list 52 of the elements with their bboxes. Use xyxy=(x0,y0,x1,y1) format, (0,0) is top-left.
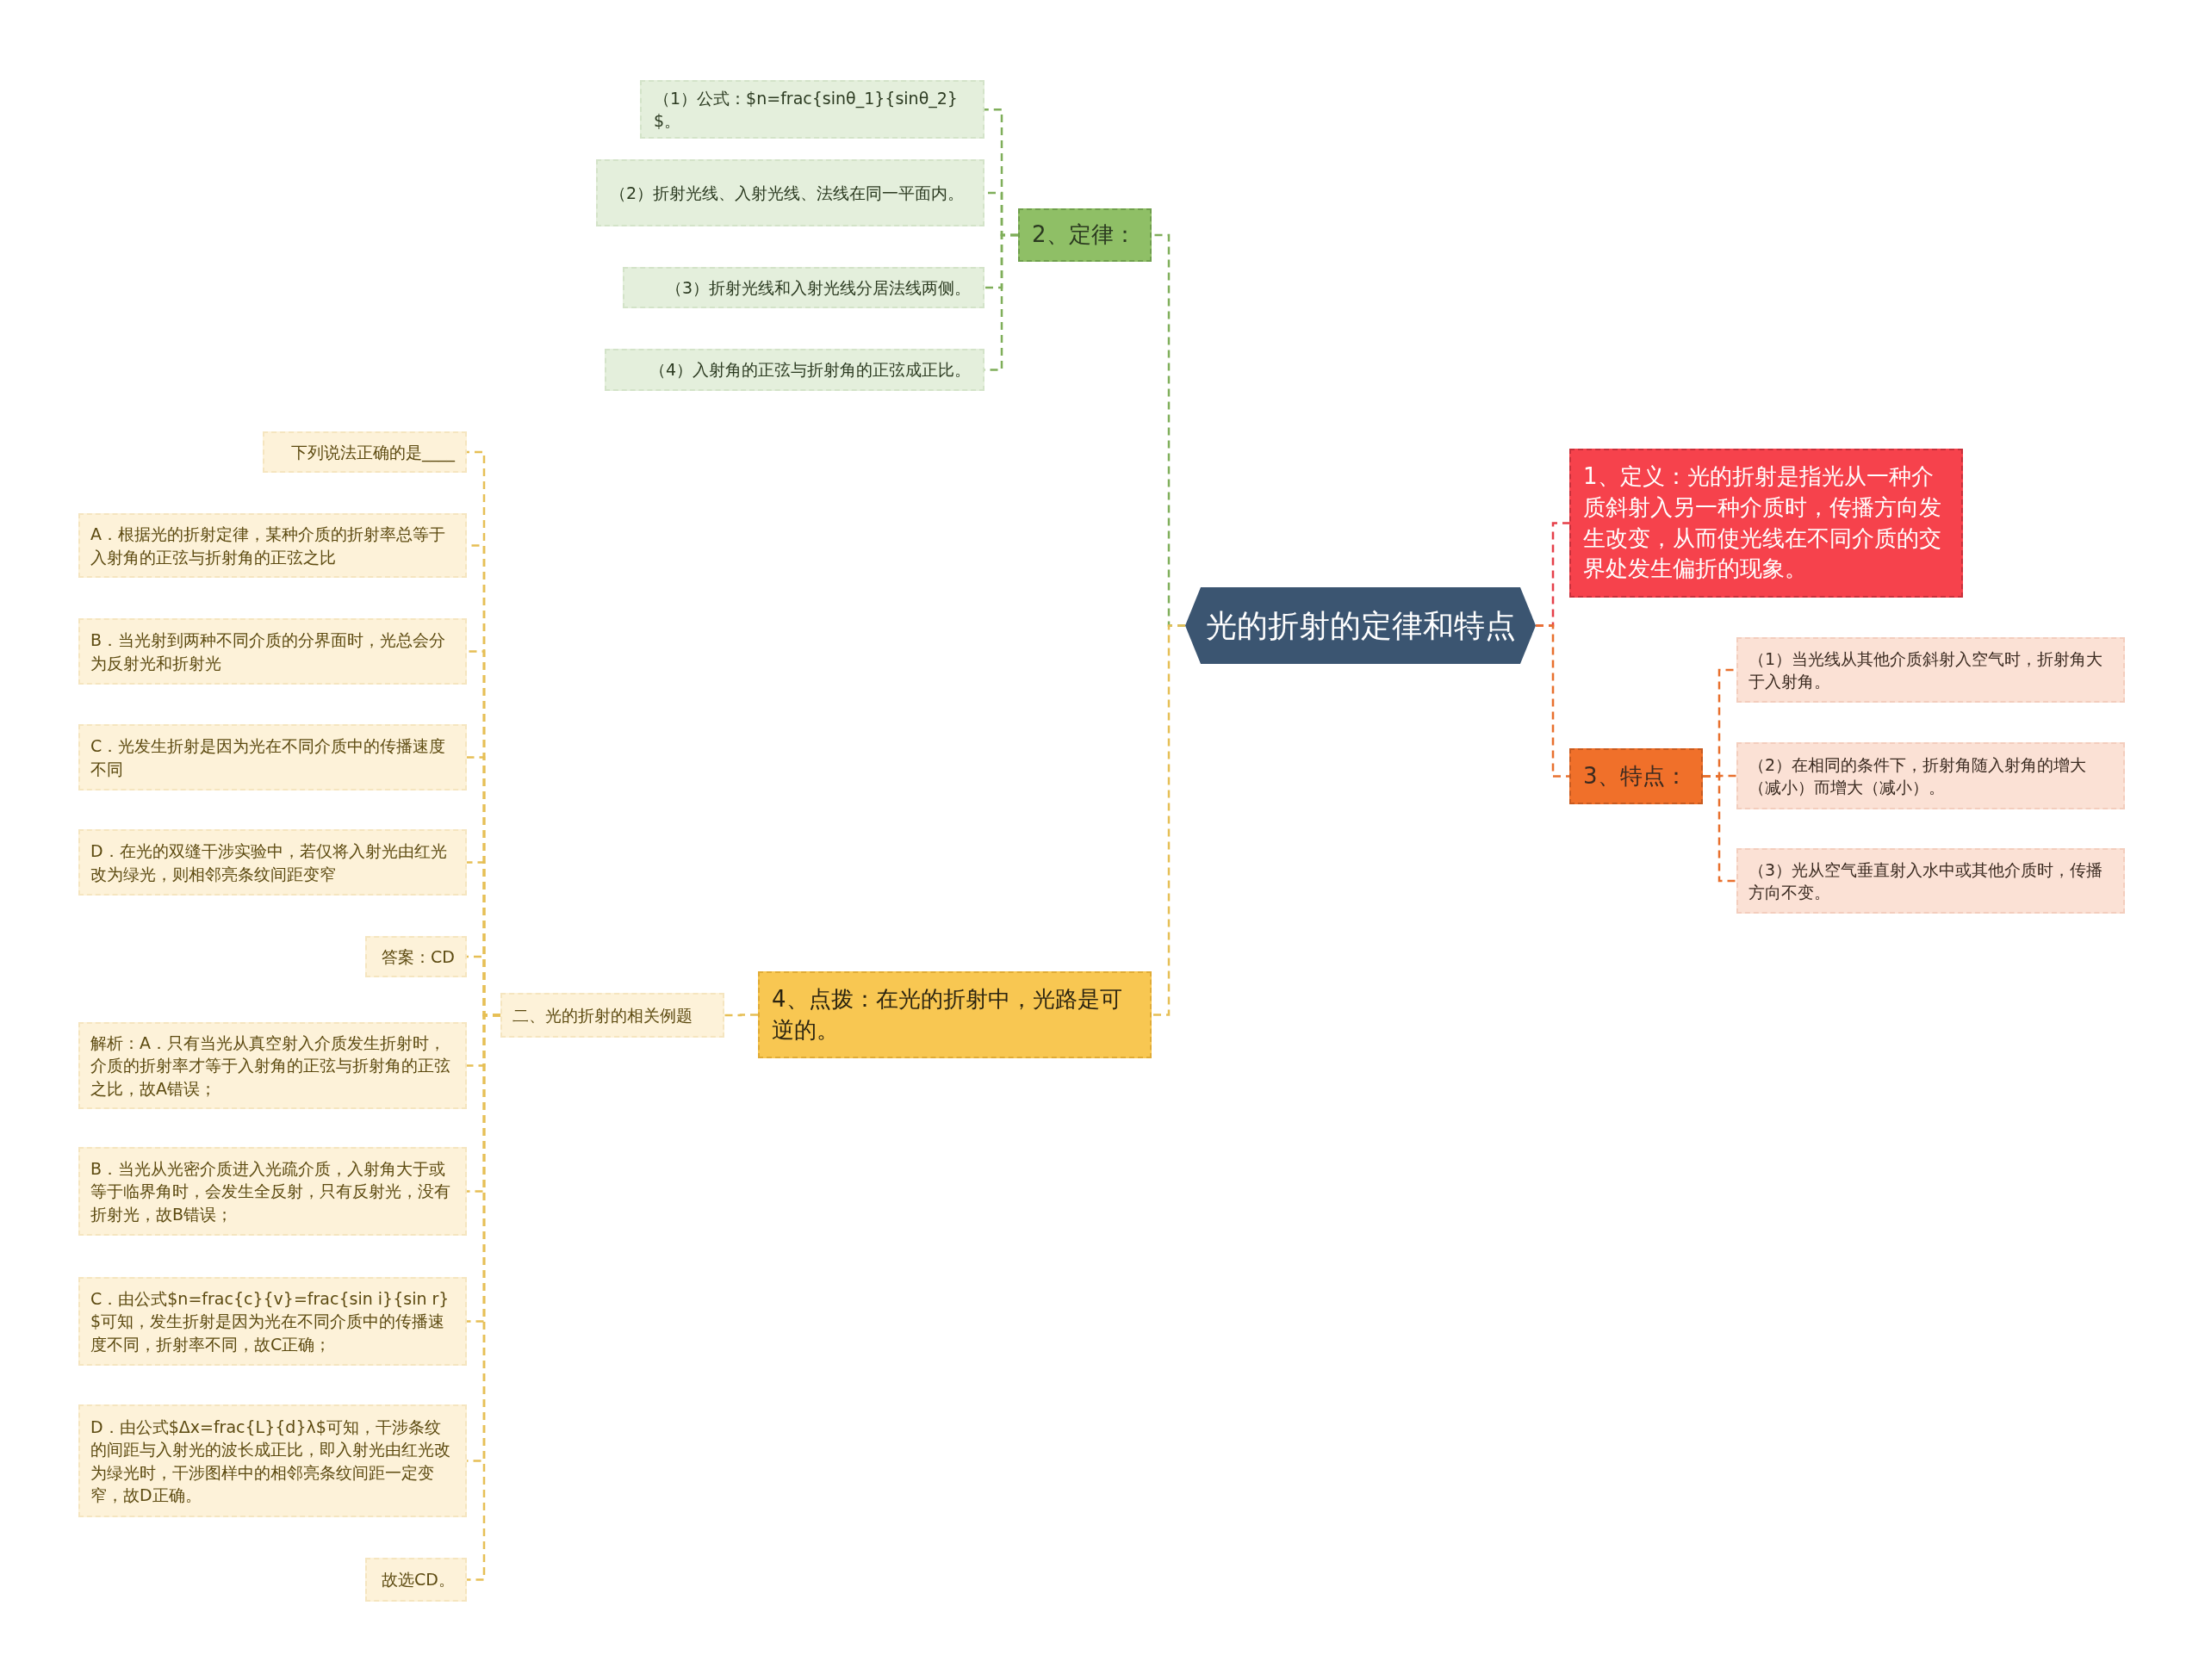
node-text: （4）入射角的正弦与折射角的正弦成正比。 xyxy=(649,359,971,381)
connector-line xyxy=(724,1014,758,1017)
node-text: 故选CD。 xyxy=(382,1569,455,1591)
central-topic xyxy=(1185,587,1536,664)
note-box xyxy=(1736,848,2125,914)
note-box xyxy=(1736,637,2125,703)
node-text: 解析：A．只有当光从真空射入介质发生折射时，介质的折射率才等于入射角的正弦与折射角的正弦之比，故A错误； xyxy=(90,1032,451,1100)
connector-line xyxy=(1536,624,1569,778)
node-text: 二、光的折射的相关例题 xyxy=(512,1004,693,1026)
node-text: （3）折射光线和入射光线分居法线两侧。 xyxy=(665,276,971,299)
note-box xyxy=(596,159,984,226)
topic-box xyxy=(1569,748,1703,804)
definition-box xyxy=(1569,449,1963,598)
question-box xyxy=(263,431,467,473)
question-box xyxy=(500,993,724,1038)
note-box xyxy=(1736,742,2125,809)
node-text: B．当光射到两种不同介质的分界面时，光总会分为反射光和折射光 xyxy=(90,629,447,674)
node-text: 答案：CD xyxy=(382,945,455,968)
question-box xyxy=(78,1147,467,1236)
node-text: （3）光从空气垂直射入水中或其他介质时，传播方向不变。 xyxy=(1748,859,2104,903)
node-text: D．由公式$Δx=frac{L}{d}λ$可知，干涉条纹的间距与入射光的波长成正比，即入射光由红光改为绿光时，干涉图样中的相邻亮条纹间距一定变窄，故D正确。 xyxy=(90,1417,451,1506)
node-text: （2）折射光线、入射光线、法线在同一平面内。 xyxy=(610,182,965,204)
question-box xyxy=(365,1558,467,1602)
node-text: C．由公式$n=frac{c}{v}=frac{sin i}{sin r}$可知，发生折射是因为光在不同介质中的传播速度不同，折射率不同，故C正确； xyxy=(90,1288,450,1355)
topic-box xyxy=(1018,208,1152,262)
node-text: 下列说法正确的是____ xyxy=(291,441,455,464)
node-text: （1）公式：$n=frac{sinθ_1}{sinθ_2}$。 xyxy=(654,88,959,133)
connector-line xyxy=(1152,624,1185,1016)
node-text: B．当光从光密介质进入光疏介质，入射角大于或等于临界角时，会发生全反射，只有反射光，没有折射光，故B错误； xyxy=(90,1158,451,1225)
connector-line xyxy=(1703,775,1736,883)
topic-box xyxy=(758,971,1152,1058)
node-text: C．光发生折射是因为光在不同介质中的传播速度不同 xyxy=(90,735,447,780)
question-box xyxy=(78,618,467,685)
node-text: A．根据光的折射定律，某种介质的折射率总等于入射角的正弦与折射角的正弦之比 xyxy=(90,524,446,568)
note-box xyxy=(623,267,984,308)
note-box xyxy=(605,349,984,391)
question-box xyxy=(365,936,467,977)
note-box xyxy=(640,80,984,139)
question-box xyxy=(78,1277,467,1366)
topic-title: 光的折射的定律和特点 xyxy=(1205,606,1516,645)
question-box xyxy=(78,1404,467,1517)
node-text: 4、点拨：在光的折射中，光路是可逆的。 xyxy=(772,984,1123,1045)
question-box xyxy=(78,513,467,578)
question-box xyxy=(78,1022,467,1109)
node-text: 1、定义：光的折射是指光从一种介质斜射入另一种介质时，传播方向发生改变，从而使光线在不同介质的交界处发生偏折的现象。 xyxy=(1583,462,1942,584)
node-text: D．在光的双缝干涉实验中，若仅将入射光由红光改为绿光，则相邻亮条纹间距变窄 xyxy=(90,840,448,885)
node-text: （2）在相同的条件下，折射角随入射角的增大（减小）而增大（减小）。 xyxy=(1748,753,2088,798)
question-box xyxy=(78,829,467,896)
node-text: （1）当光线从其他介质斜射入空气时，折射角大于入射角。 xyxy=(1748,648,2104,692)
question-box xyxy=(78,724,467,790)
node-text: 2、定律： xyxy=(1032,220,1136,250)
node-text: 3、特点： xyxy=(1583,761,1687,790)
